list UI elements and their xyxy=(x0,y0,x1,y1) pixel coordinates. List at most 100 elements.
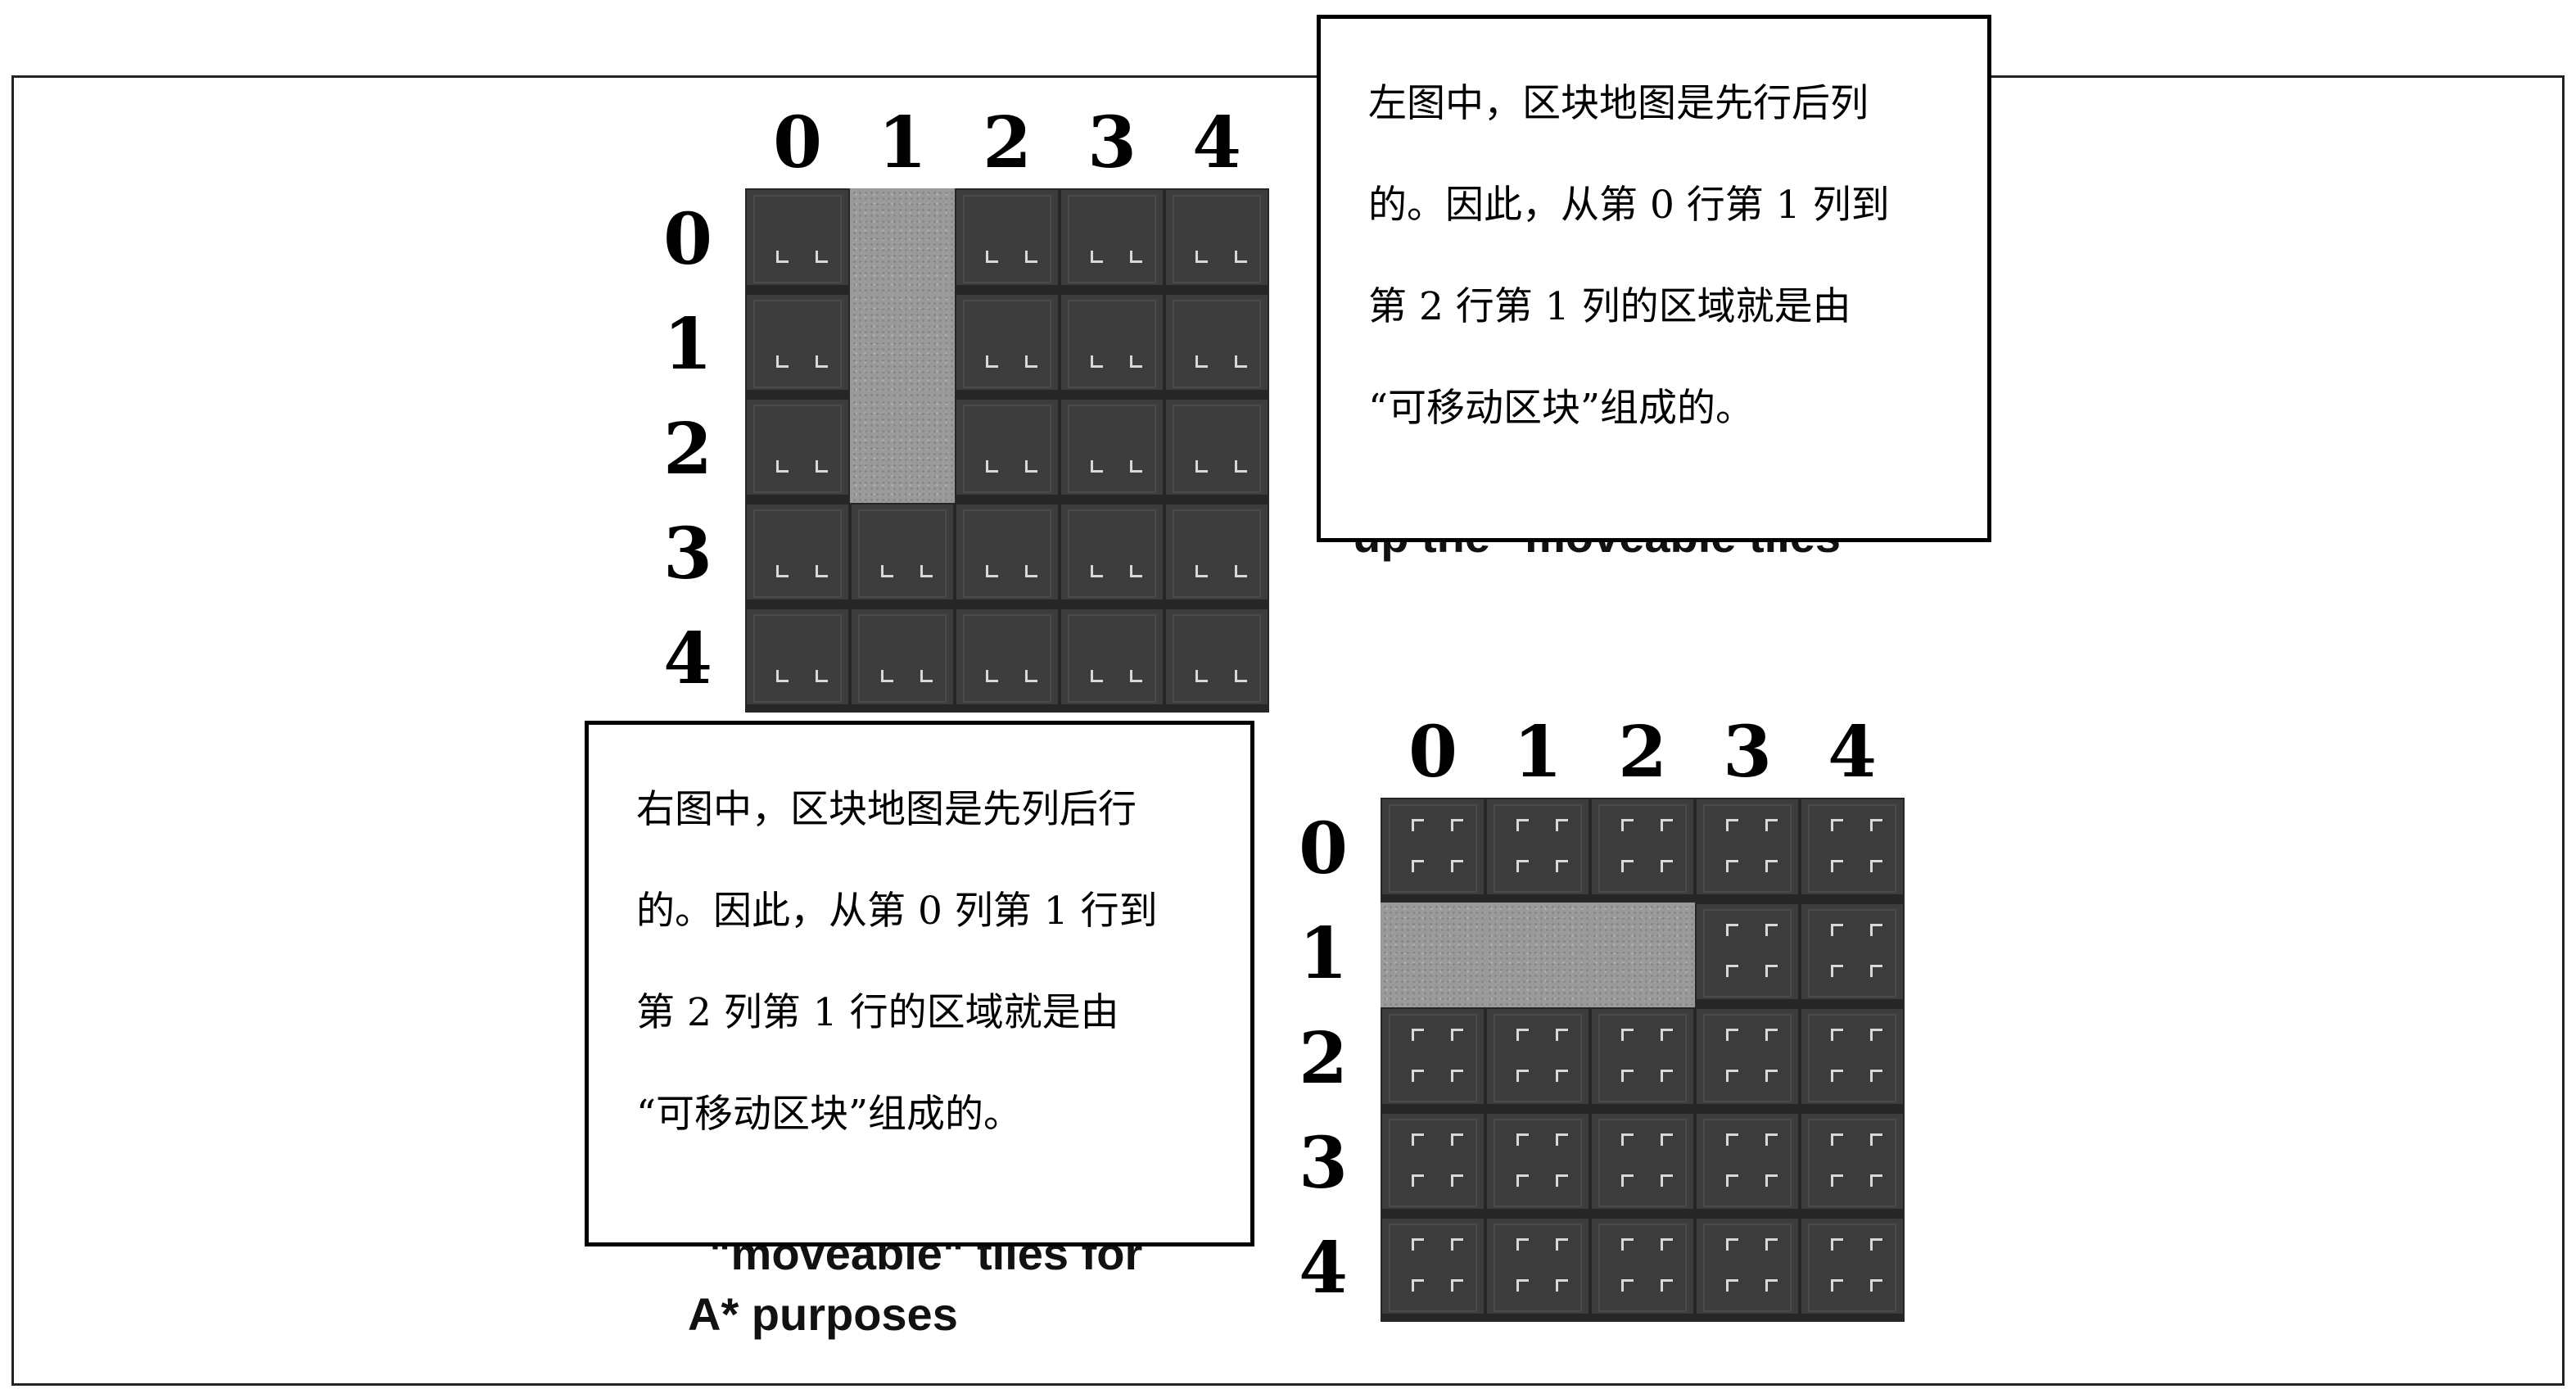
wall-tile xyxy=(1695,1007,1800,1112)
tile-rail xyxy=(1061,285,1163,292)
tile-knob xyxy=(1661,1070,1673,1082)
tile-knob xyxy=(920,565,933,577)
wall-tile xyxy=(1590,1217,1695,1322)
tile-knob xyxy=(1726,1174,1738,1187)
tile-knob xyxy=(1765,1279,1778,1292)
tile-knob xyxy=(1870,965,1882,977)
tile-knob xyxy=(1235,565,1247,577)
tile-rail xyxy=(747,704,848,711)
tile-rail xyxy=(1061,495,1163,501)
tile-panel xyxy=(1494,1119,1582,1207)
tile-rail xyxy=(1697,1104,1798,1111)
wall-tile xyxy=(1800,1217,1905,1322)
wall-tile xyxy=(1164,398,1269,503)
tile-knob xyxy=(1556,1279,1568,1292)
tile-knob xyxy=(1516,1133,1529,1146)
tile-knob xyxy=(816,565,828,577)
tile-panel xyxy=(1173,509,1261,598)
tile-knob xyxy=(1831,1029,1843,1041)
tile-panel xyxy=(1703,909,1792,998)
tile-rail xyxy=(956,599,1058,606)
tile-knob xyxy=(816,355,828,368)
tile-panel xyxy=(1808,1014,1896,1102)
tile-knob xyxy=(1765,860,1778,872)
tile-knob xyxy=(1451,1279,1463,1292)
row-label: 2 xyxy=(1299,1017,1348,1100)
tile-knob xyxy=(1870,1279,1882,1292)
tile-panel xyxy=(1068,300,1156,388)
right-tile-map xyxy=(1381,798,1905,1322)
tile-rail xyxy=(1382,894,1484,901)
wall-tile xyxy=(745,398,850,503)
tile-knob xyxy=(1870,1238,1882,1251)
tile-knob xyxy=(1765,1029,1778,1041)
tile-knob xyxy=(1870,1174,1882,1187)
tile-knob xyxy=(1621,1174,1634,1187)
wall-tile xyxy=(1695,1112,1800,1217)
wall-tile xyxy=(1695,1217,1800,1322)
wall-tile xyxy=(1381,798,1485,903)
tile-panel xyxy=(1703,1014,1792,1102)
wall-tile xyxy=(1060,398,1164,503)
tile-rail xyxy=(1061,599,1163,606)
row-label: 0 xyxy=(663,198,712,281)
tile-knob xyxy=(986,251,998,263)
tile-knob xyxy=(1516,819,1529,831)
tile-knob xyxy=(986,565,998,577)
tile-knob xyxy=(816,251,828,263)
tile-knob xyxy=(1765,819,1778,831)
wall-tile xyxy=(1060,188,1164,293)
tile-rail xyxy=(1697,1314,1798,1320)
tile-panel xyxy=(1808,1224,1896,1312)
tile-panel xyxy=(1598,804,1687,893)
tile-panel xyxy=(753,509,842,598)
tile-panel xyxy=(858,614,947,703)
wall-tile xyxy=(1590,1007,1695,1112)
row-label: 3 xyxy=(1299,1122,1348,1205)
tile-panel xyxy=(1703,1119,1792,1207)
tile-knob xyxy=(1661,819,1673,831)
tile-knob xyxy=(1621,819,1634,831)
tile-knob xyxy=(881,670,893,682)
tile-knob xyxy=(1195,565,1208,577)
wall-tile xyxy=(1485,1007,1590,1112)
tile-panel xyxy=(1389,1119,1477,1207)
wall-tile xyxy=(1590,1112,1695,1217)
tile-knob xyxy=(1726,924,1738,936)
callout-top: 左图中，区块地图是先行后列 的。因此，从第 0 行第 1 列到 第 2 行第 1… xyxy=(1317,15,1991,542)
tile-knob xyxy=(1516,1238,1529,1251)
tile-knob xyxy=(1621,1133,1634,1146)
tile-panel xyxy=(753,300,842,388)
column-label: 4 xyxy=(1828,711,1877,794)
tile-knob xyxy=(1235,670,1247,682)
row-label: 1 xyxy=(663,303,712,386)
wall-tile xyxy=(1381,1007,1485,1112)
column-label: 3 xyxy=(1087,102,1137,184)
tile-knob xyxy=(1870,1070,1882,1082)
tile-panel xyxy=(1068,405,1156,493)
wall-tile xyxy=(1060,293,1164,398)
wall-tile xyxy=(1800,1007,1905,1112)
tile-knob xyxy=(1412,860,1424,872)
column-label: 2 xyxy=(983,102,1032,184)
wall-tile xyxy=(1800,903,1905,1007)
tile-knob xyxy=(1621,1279,1634,1292)
tile-knob xyxy=(1025,460,1037,473)
tile-panel xyxy=(1068,195,1156,283)
wall-tile xyxy=(1164,293,1269,398)
tile-rail xyxy=(1382,1104,1484,1111)
tile-knob xyxy=(1195,670,1208,682)
column-label: 1 xyxy=(1513,711,1562,794)
tile-knob xyxy=(986,460,998,473)
tile-knob xyxy=(1091,355,1103,368)
tile-panel xyxy=(1808,1119,1896,1207)
ghost-text-bottom-1: "moveable" tiles for xyxy=(709,1228,1143,1279)
tile-rail xyxy=(956,285,1058,292)
tile-knob xyxy=(1195,355,1208,368)
tile-rail xyxy=(747,285,848,292)
tile-knob xyxy=(1661,1029,1673,1041)
tile-knob xyxy=(1621,1070,1634,1082)
tile-knob xyxy=(1451,1133,1463,1146)
tile-knob xyxy=(1831,860,1843,872)
tile-panel xyxy=(1389,1014,1477,1102)
